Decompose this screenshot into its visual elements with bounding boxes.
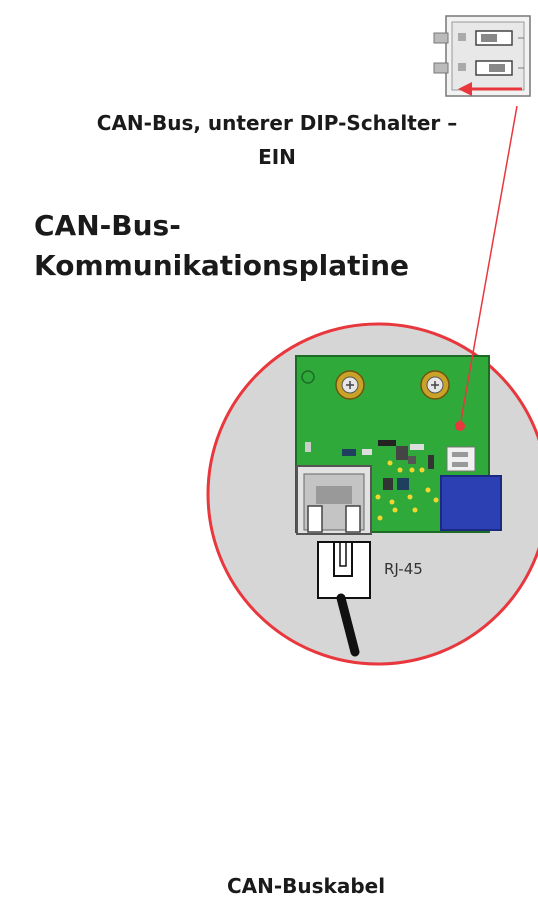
cable-label: CAN-Buskabel: [226, 874, 386, 898]
mounting-screw: [335, 370, 365, 400]
callout-line: [459, 105, 518, 427]
rj45-jack: [296, 465, 372, 535]
dip-switch-label: CAN-Bus, unterer DIP-Schalter – EIN: [96, 111, 458, 169]
dip-switch-detail: [433, 15, 531, 97]
can-bus-cable: [336, 593, 360, 657]
rj45-plug: [317, 541, 371, 599]
mounting-screw: [420, 370, 450, 400]
board-title: CAN-Bus-Kommunikationsplatine: [34, 209, 410, 282]
terminal-block: [440, 475, 502, 531]
rj45-label: RJ-45: [384, 560, 423, 578]
on-direction-arrow: [458, 82, 522, 96]
callout-dot: [455, 421, 465, 431]
dip-switch-onboard: [446, 446, 476, 472]
